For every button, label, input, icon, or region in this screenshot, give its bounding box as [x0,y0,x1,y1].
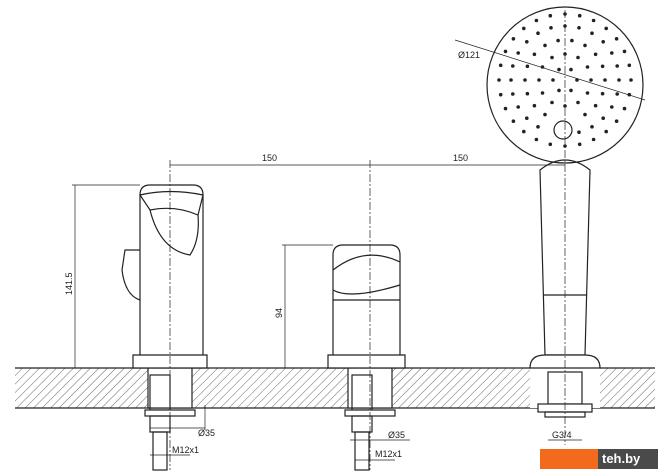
nozzle-dot [617,78,621,82]
nozzle-dot [615,92,619,96]
nozzle-dot [601,116,605,120]
nozzle-dot [536,31,540,35]
nozzle-dot [570,38,574,43]
nozzle-dot [503,49,508,54]
nozzle-dot [583,112,587,117]
dim-thread-shower: G3/4 [552,430,572,440]
nozzle-dot [525,91,530,96]
nozzle-dot [516,105,520,109]
nozzle-dot [532,103,537,108]
nozzle-dot [509,78,513,82]
nozzle-dot [601,40,605,44]
nozzle-dot [604,26,608,31]
nozzle-dot [593,103,598,108]
nozzle-dot [590,125,594,129]
nozzle-dot [516,51,520,55]
dimension-lines [72,10,646,470]
nozzle-dot [534,137,539,142]
nozzle-dot [540,91,545,95]
nozzle-dot [583,43,587,48]
nozzle-dot [627,63,632,68]
nozzle-dot [537,78,541,82]
nozzle-dot [610,51,614,55]
nozzle-dot [591,137,596,142]
nozzle-dot [511,92,515,96]
nozzle-dot [551,78,555,82]
nozzle-dot [498,92,503,97]
nozzle-dot [577,26,581,30]
dim-height-handle: 94 [274,308,284,318]
nozzle-dot [550,55,554,60]
dim-base-left: Ø35 [198,428,215,438]
nozzle-dot [604,129,608,134]
dim-base-middle: Ø35 [388,430,405,440]
nozzle-dot [548,13,553,18]
nozzle-dot [569,88,573,93]
nozzle-dot [536,125,540,129]
shower-nozzles [497,12,633,148]
nozzle-dot [534,18,539,23]
nozzle-dot [585,65,590,69]
nozzle-dot [577,13,582,18]
nozzle-dot [497,78,501,82]
nozzle-dot [522,129,526,134]
nozzle-dot [576,55,580,60]
nozzle-dot [503,106,508,111]
watermark-orange [540,449,598,469]
nozzle-dot [543,112,547,117]
nozzle-dot [622,49,627,54]
nozzle-dot [593,52,598,57]
nozzle-dot [525,116,529,120]
nozzle-dot [556,38,560,43]
nozzle-dot [549,26,553,30]
nozzle-dot [585,91,590,95]
dim-height-spout: 141.5 [64,272,74,295]
dim-thread-left: M12x1 [172,445,199,455]
nozzle-dot [614,119,619,123]
nozzle-dot [523,78,527,82]
nozzle-dot [525,40,529,44]
nozzle-dot [589,78,593,82]
nozzle-dot [577,130,581,134]
nozzle-dot [600,91,605,96]
nozzle-dot [622,106,627,111]
nozzle-dot [557,88,561,93]
dim-spacing-right: 150 [453,153,468,163]
nozzle-dot [532,52,537,57]
nozzle-dot [614,37,619,41]
nozzle-dot [511,37,516,41]
dim-thread-middle: M12x1 [375,449,402,459]
nozzle-dot [610,105,614,109]
dim-shower-diameter: Ø121 [458,50,480,60]
nozzle-dot [569,67,573,72]
watermark-logo: teh.by [540,449,658,469]
nozzle-dot [525,64,530,69]
nozzle-dot [615,64,619,68]
nozzle-dot [548,142,553,147]
nozzle-dot [522,26,526,31]
nozzle-dot [557,67,561,72]
nozzle-dot [629,78,633,82]
nozzle-dot [511,64,515,68]
nozzle-dot [591,18,596,23]
nozzle-dot [600,64,605,69]
nozzle-dot [498,63,503,68]
nozzle-dot [543,43,547,48]
nozzle-dot [603,78,607,82]
nozzle-dot [511,119,516,123]
nozzle-dot [577,142,582,147]
nozzle-dot [576,100,580,105]
spout [121,184,208,471]
dim-spacing-left: 150 [262,153,277,163]
nozzle-dot [550,100,554,105]
nozzle-dot [590,31,594,35]
watermark-text: teh.by [598,449,658,469]
